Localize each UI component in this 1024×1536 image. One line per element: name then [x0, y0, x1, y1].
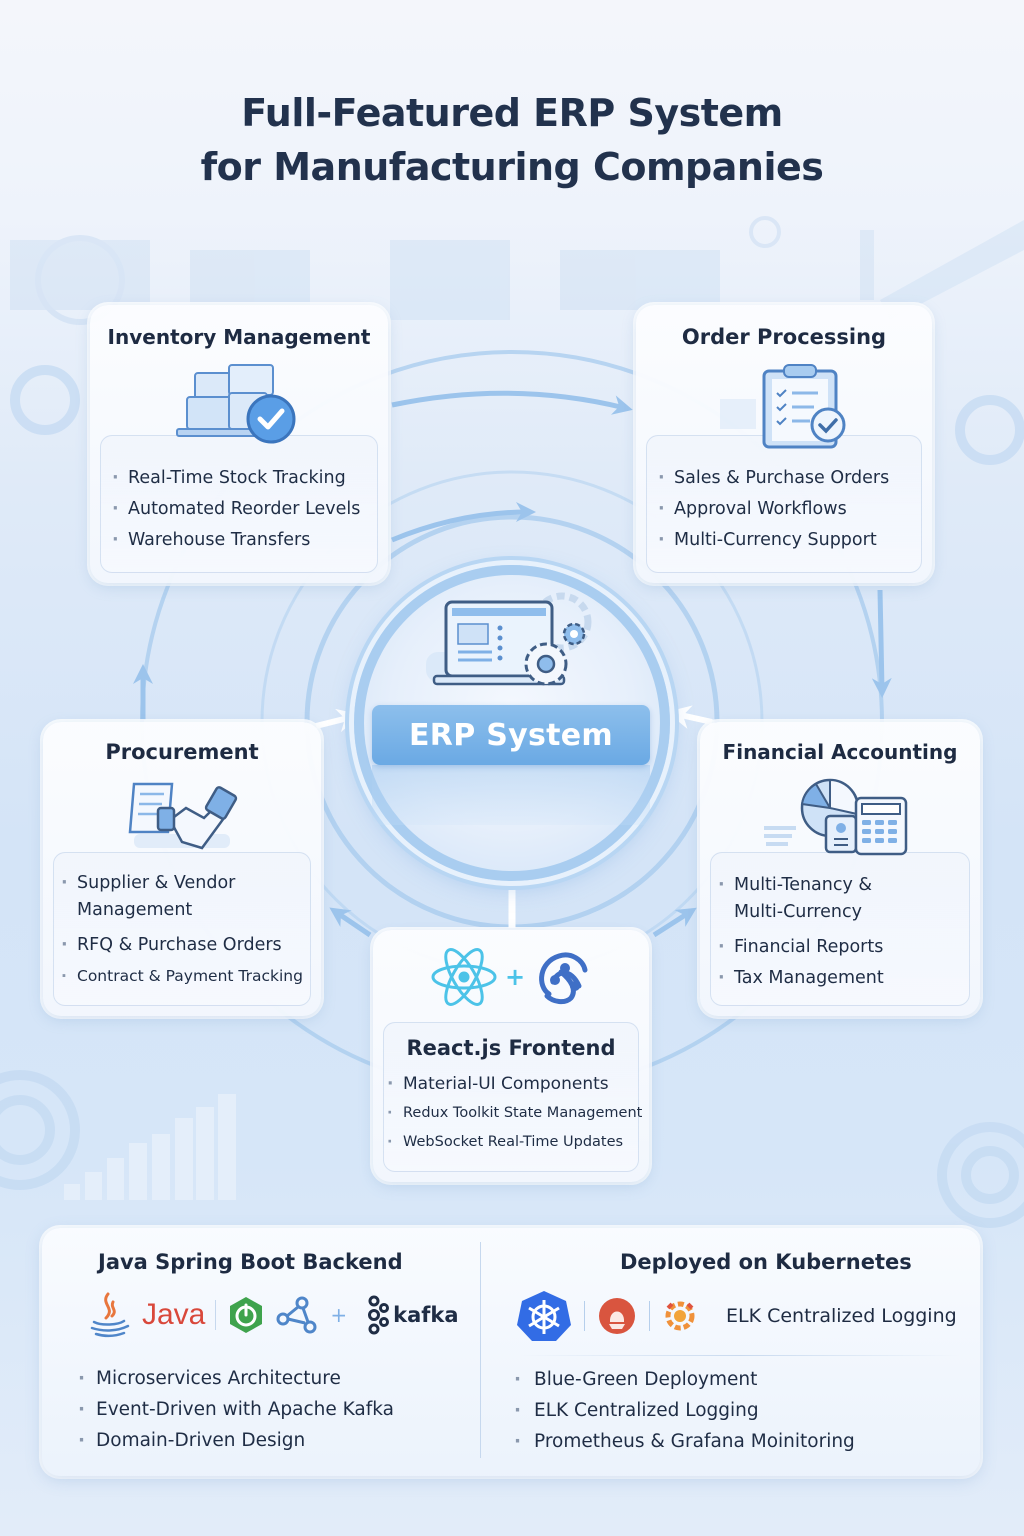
frontend-feature-list: Material-UI Components Redux Toolkit Sta… — [387, 1070, 649, 1157]
list-item: Supplier & Vendor Management — [61, 870, 311, 930]
backend-feature-list: Microservices Architecture Event-Driven … — [78, 1363, 394, 1456]
list-item: Domain-Driven Design — [78, 1425, 394, 1456]
list-item: Multi-Tenancy & Multi-Currency — [718, 872, 918, 932]
separator — [649, 1301, 650, 1331]
arrow-procurement-to-erp — [315, 708, 362, 733]
list-item: RFQ & Purchase Orders — [61, 930, 311, 961]
arrow-frontend-to-finance — [652, 907, 697, 938]
card-title: Order Processing — [681, 325, 887, 349]
finance-feature-list: Multi-Tenancy & Multi-Currency Financial… — [718, 872, 918, 994]
list-item: Sales & Purchase Orders — [658, 463, 889, 494]
list-item: Prometheus & Grafana Moinitoring — [514, 1426, 855, 1457]
elk-inline-label: ELK Centralized Logging — [726, 1305, 957, 1327]
card-title: React.js Frontend — [406, 1036, 616, 1060]
deployment-tech-icons: ELK Centralized Logging — [516, 1290, 957, 1342]
card-title: Inventory Management — [107, 325, 371, 349]
separator — [215, 1300, 217, 1330]
list-item: Approval Workflows — [658, 494, 889, 525]
card-title: Financial Accounting — [722, 740, 958, 764]
list-item: Multi-Currency Support — [658, 525, 889, 556]
section-divider — [520, 1355, 960, 1356]
arrow-top-inner — [391, 502, 536, 543]
inventory-management-card: Inventory Management Real-Time Stock Tra… — [90, 305, 388, 583]
bar-chart-decoration — [64, 1094, 236, 1200]
page-title: Full-Featured ERP System for Manufacturi… — [0, 86, 1024, 194]
order-processing-card: Order Processing Sales & Purchase Orders… — [636, 305, 932, 583]
spring-boot-icon — [230, 1297, 263, 1333]
blue-green-icon — [599, 1298, 635, 1334]
grafana-icon — [665, 1301, 695, 1331]
kafka-icon — [368, 1295, 390, 1335]
list-item: Automated Reorder Levels — [112, 494, 360, 525]
erp-band-shadow — [372, 765, 650, 825]
handshake-document-icon — [43, 778, 321, 858]
kubernetes-icon — [517, 1291, 571, 1341]
microservices-graph-icon — [276, 1296, 317, 1334]
erp-system-label: ERP System — [372, 705, 650, 765]
deployment-feature-list: Blue-Green Deployment ELK Centralized Lo… — [514, 1364, 855, 1457]
list-item: Warehouse Transfers — [112, 525, 360, 556]
title-line-1: Full-Featured ERP System — [241, 91, 783, 135]
frontend-tech-icons: + — [373, 946, 649, 1008]
arrow-frontend-to-procurement — [329, 907, 372, 938]
plus-sign: + — [330, 1303, 348, 1327]
java-label: Java — [142, 1298, 206, 1331]
pie-chart-calculator-icon — [700, 776, 980, 856]
java-icon — [90, 1292, 130, 1338]
backend-tech-icons: Java + kafka — [86, 1290, 459, 1340]
plus-sign: + — [504, 963, 526, 991]
deployment-section-title: Deployed on Kubernetes — [620, 1250, 912, 1274]
redux-icon — [539, 952, 588, 1005]
inventory-feature-list: Real-Time Stock Tracking Automated Reord… — [112, 463, 360, 556]
list-item: ELK Centralized Logging — [514, 1395, 855, 1426]
list-item: Contract & Payment Tracking — [61, 961, 311, 992]
list-item: Microservices Architecture — [78, 1363, 394, 1394]
list-item: Redux Toolkit State Management — [387, 1099, 649, 1128]
title-line-2: for Manufacturing Companies — [200, 145, 824, 189]
financial-accounting-card: Financial Accounting Multi-Tenancy & Mul… — [700, 722, 980, 1016]
laptop-gears-icon — [0, 590, 1024, 700]
react-frontend-card: + React.js Frontend Material-UI Componen… — [373, 930, 649, 1182]
order-feature-list: Sales & Purchase Orders Approval Workflo… — [658, 463, 889, 556]
react-icon — [431, 948, 497, 1006]
procurement-feature-list: Supplier & Vendor Management RFQ & Purch… — [61, 870, 311, 992]
arrow-finance-to-erp — [666, 705, 713, 729]
list-item: WebSocket Real-Time Updates — [387, 1128, 649, 1157]
separator — [584, 1301, 585, 1331]
procurement-card: Procurement Supplier & Vendor Management… — [43, 722, 321, 1016]
list-item: Real-Time Stock Tracking — [112, 463, 360, 494]
list-item: Financial Reports — [718, 932, 918, 963]
kafka-label: kafka — [393, 1303, 459, 1327]
backend-section-title: Java Spring Boot Backend — [98, 1250, 403, 1274]
card-title: Procurement — [105, 740, 259, 764]
panel-divider — [480, 1242, 481, 1458]
arrow-inventory-to-orders — [391, 390, 633, 415]
list-item: Material-UI Components — [387, 1070, 649, 1099]
clipboard-checklist-icon — [636, 363, 932, 449]
boxes-checkmark-icon — [90, 363, 388, 447]
list-item: Tax Management — [718, 963, 918, 994]
list-item: Event-Driven with Apache Kafka — [78, 1394, 394, 1425]
list-item: Blue-Green Deployment — [514, 1364, 855, 1395]
